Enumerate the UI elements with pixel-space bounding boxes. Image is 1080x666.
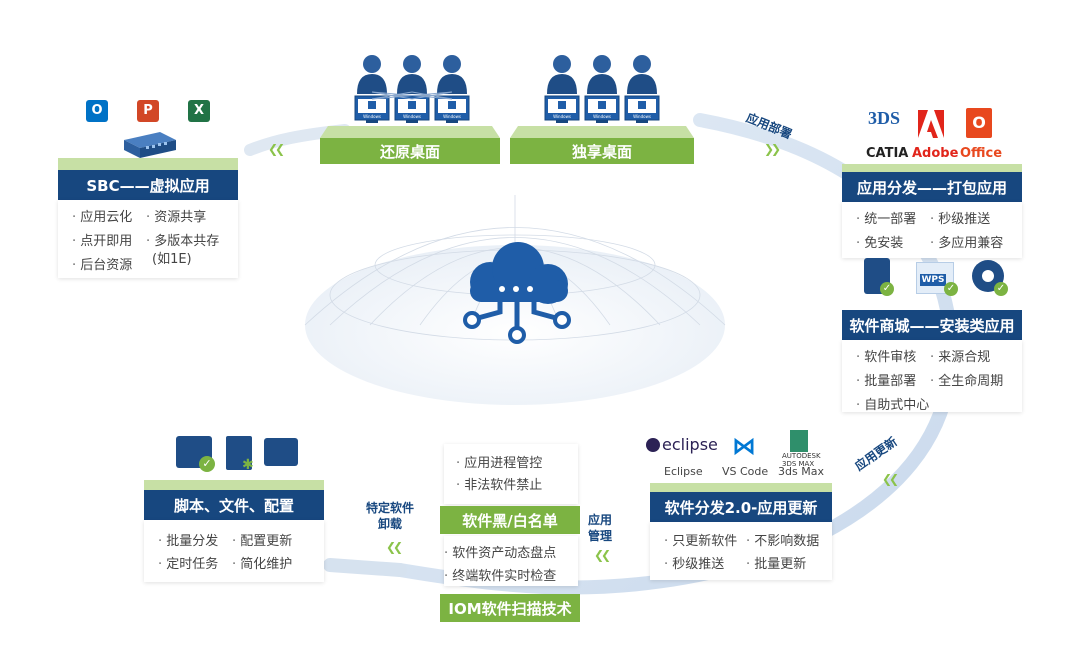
- 3dsmax-label: 3ds Max: [778, 465, 824, 478]
- file-icon: [226, 436, 252, 470]
- gear-icon: ✱: [242, 457, 254, 473]
- adobe-logo-icon: [918, 110, 944, 138]
- monitor-os-label: Windows: [593, 114, 611, 119]
- sbc-note: (如1E): [152, 252, 192, 267]
- update-title: 软件分发2.0-应用更新: [650, 492, 832, 522]
- chevron-icon: ❮❮: [882, 472, 899, 486]
- catia-label: CATIA: [866, 146, 909, 161]
- update-bullet: 批量更新: [746, 553, 806, 572]
- scripts-cap: [144, 480, 324, 492]
- packaging-bullet: 统一部署: [856, 208, 916, 227]
- vscode-icon: ⋈: [732, 432, 756, 460]
- disc-hole: [982, 270, 994, 282]
- shared-connection-lines: [371, 91, 453, 100]
- monitor-os-label: Windows: [403, 114, 421, 119]
- user-with-monitor-icon: Windows: [624, 55, 660, 123]
- user-with-monitor-icon: Windows: [434, 55, 470, 123]
- update-bullet: 只更新软件: [664, 530, 737, 549]
- update-bullet: 不影响数据: [746, 530, 819, 549]
- cloud-network-icon: [463, 242, 571, 344]
- server-icon: [124, 132, 176, 158]
- desktop-platform: [510, 126, 694, 138]
- store-bullet: 自助式中心: [856, 394, 929, 413]
- scripts-bullet: 批量分发: [158, 530, 218, 549]
- sbc-bullet: 应用云化: [72, 206, 132, 225]
- monitor-os-label: Windows: [633, 114, 651, 119]
- packaging-bullet: 多应用兼容: [930, 232, 1003, 251]
- vscode-label: VS Code: [722, 465, 769, 478]
- user-with-monitor-icon: Windows: [394, 55, 430, 123]
- scripts-bullet: 配置更新: [232, 530, 292, 549]
- iom-scan-title: IOM软件扫描技术: [440, 594, 580, 622]
- outlook-icon: O: [86, 100, 108, 122]
- office-logo-icon: O: [966, 108, 992, 138]
- monitor-os-label: Windows: [363, 114, 381, 119]
- sbc-bullet: 后台资源: [72, 254, 132, 273]
- eclipse-icon: [646, 438, 660, 452]
- packaging-title: 应用分发——打包应用: [842, 172, 1022, 202]
- powerpoint-icon: P: [137, 100, 159, 122]
- excel-icon: X: [188, 100, 210, 122]
- flow-label-line: 管理: [588, 529, 613, 543]
- store-bullet: 软件审核: [856, 346, 916, 365]
- blacklist-bullet: 软件资产动态盘点: [444, 542, 556, 561]
- store-title: 软件商城——安装类应用: [842, 310, 1022, 340]
- restore-desktop-label: 还原桌面: [320, 138, 500, 164]
- monitor-os-label: Windows: [443, 114, 461, 119]
- user-with-monitor-icon: Windows: [544, 55, 580, 123]
- sbc-bullet: 资源共享: [146, 206, 206, 225]
- scripts-bullet: 定时任务: [158, 553, 218, 572]
- user-with-monitor-icon: Windows: [584, 55, 620, 123]
- sbc-bullet: 多版本共存: [146, 230, 219, 249]
- chevron-icon: ❮❮: [268, 142, 285, 156]
- store-bullet: 来源合规: [930, 346, 990, 365]
- eclipse-wordmark: eclipse: [662, 435, 718, 454]
- adobe-label: Adobe: [912, 146, 959, 161]
- exclusive-desktop-label: 独享桌面: [510, 138, 694, 164]
- monitor-os-label: Windows: [553, 114, 571, 119]
- folder-icon: [264, 438, 298, 466]
- store-bullet: 全生命周期: [930, 370, 1003, 389]
- flow-label-line: 应用: [588, 513, 613, 527]
- blacklist-bullet: 应用进程管控: [456, 452, 542, 471]
- wps-tag: WPS: [920, 274, 946, 286]
- check-badge-icon: ✓: [994, 282, 1008, 296]
- update-bullet: 秒级推送: [664, 553, 724, 572]
- 3dsmax-icon: [790, 430, 808, 452]
- sbc-title: SBC——虚拟应用: [58, 170, 238, 200]
- autodesk-line: 3DS MAX: [782, 460, 815, 468]
- blacklist-title: 软件黑/白名单: [440, 506, 580, 534]
- eclipse-label: Eclipse: [664, 465, 703, 478]
- chevron-icon: ❮❮: [594, 548, 611, 562]
- catia-logo-icon: 3DS: [868, 108, 901, 128]
- check-badge-icon: ✓: [944, 282, 958, 296]
- desktop-users-illustration: Windows Windows Windows Windows Windows Windo…: [320, 55, 694, 138]
- chevron-icon: ❯❯: [764, 142, 781, 156]
- check-badge-icon: ✓: [199, 456, 215, 472]
- flow-label-line: 卸载: [378, 517, 403, 531]
- flow-label-line: 特定软件: [366, 501, 415, 515]
- blacklist-bullet: 终端软件实时检查: [444, 565, 556, 584]
- packaging-bullet: 秒级推送: [930, 208, 990, 227]
- flow-label-uninstall: 特定软件卸载: [366, 500, 414, 532]
- blacklist-bullet: 非法软件禁止: [456, 474, 542, 493]
- sbc-bullet: 点开即用: [72, 230, 132, 249]
- desktop-platform: [320, 126, 500, 138]
- chevron-icon: ❮❮: [386, 540, 403, 554]
- autodesk-line: AUTODESK: [782, 452, 821, 460]
- user-with-monitor-icon: Windows: [354, 55, 390, 123]
- packaging-bullet: 免安装: [856, 232, 903, 251]
- sbc-cap: [58, 158, 238, 170]
- flow-label-manage: 应用管理: [588, 512, 612, 544]
- flow-ring-bottom: [323, 558, 407, 577]
- office-label: Office: [960, 146, 1003, 161]
- scripts-bullet: 简化维护: [232, 553, 292, 572]
- check-badge-icon: ✓: [880, 282, 894, 296]
- scripts-title: 脚本、文件、配置: [144, 490, 324, 520]
- store-bullet: 批量部署: [856, 370, 916, 389]
